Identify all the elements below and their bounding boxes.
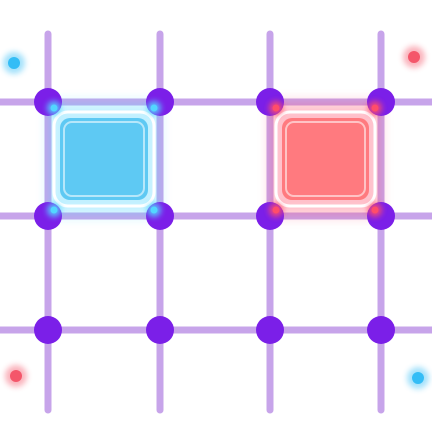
blue-orb-bottom-right[interactable] xyxy=(407,367,429,389)
blue-node-spark xyxy=(150,104,158,112)
red-orb-core xyxy=(10,370,22,382)
blue-node-spark xyxy=(50,206,58,214)
blue-node-spark xyxy=(50,104,58,112)
blue-orb-core xyxy=(8,57,20,69)
blue-tile[interactable] xyxy=(48,102,160,216)
blue-orb-top-left[interactable] xyxy=(3,52,25,74)
red-node-spark xyxy=(272,206,280,214)
red-tile[interactable] xyxy=(270,102,381,216)
grid-node-r3-c2[interactable] xyxy=(146,316,174,344)
grid-node-r3-c1[interactable] xyxy=(34,316,62,344)
grid-node-r3-c3[interactable] xyxy=(256,316,284,344)
blue-tile-frame xyxy=(52,110,156,208)
red-tile-frame xyxy=(274,110,377,208)
red-node-spark xyxy=(371,104,379,112)
grid-nodes xyxy=(34,88,395,344)
red-node-spark xyxy=(272,104,280,112)
red-tile-inner-border xyxy=(285,121,366,197)
red-orb-bottom-left[interactable] xyxy=(5,365,27,387)
tiles-layer xyxy=(48,102,381,216)
red-orb-top-right[interactable] xyxy=(403,46,425,68)
blue-orb-core xyxy=(412,372,424,384)
grid-node-r3-c4[interactable] xyxy=(367,316,395,344)
blue-tile-inner-border xyxy=(63,121,145,197)
blue-tile-fill xyxy=(60,118,148,200)
orbs-layer xyxy=(3,46,429,389)
blue-node-spark xyxy=(150,206,158,214)
red-tile-fill xyxy=(282,118,369,200)
red-node-spark xyxy=(371,206,379,214)
red-orb-core xyxy=(408,51,420,63)
grid-lines xyxy=(0,30,432,414)
